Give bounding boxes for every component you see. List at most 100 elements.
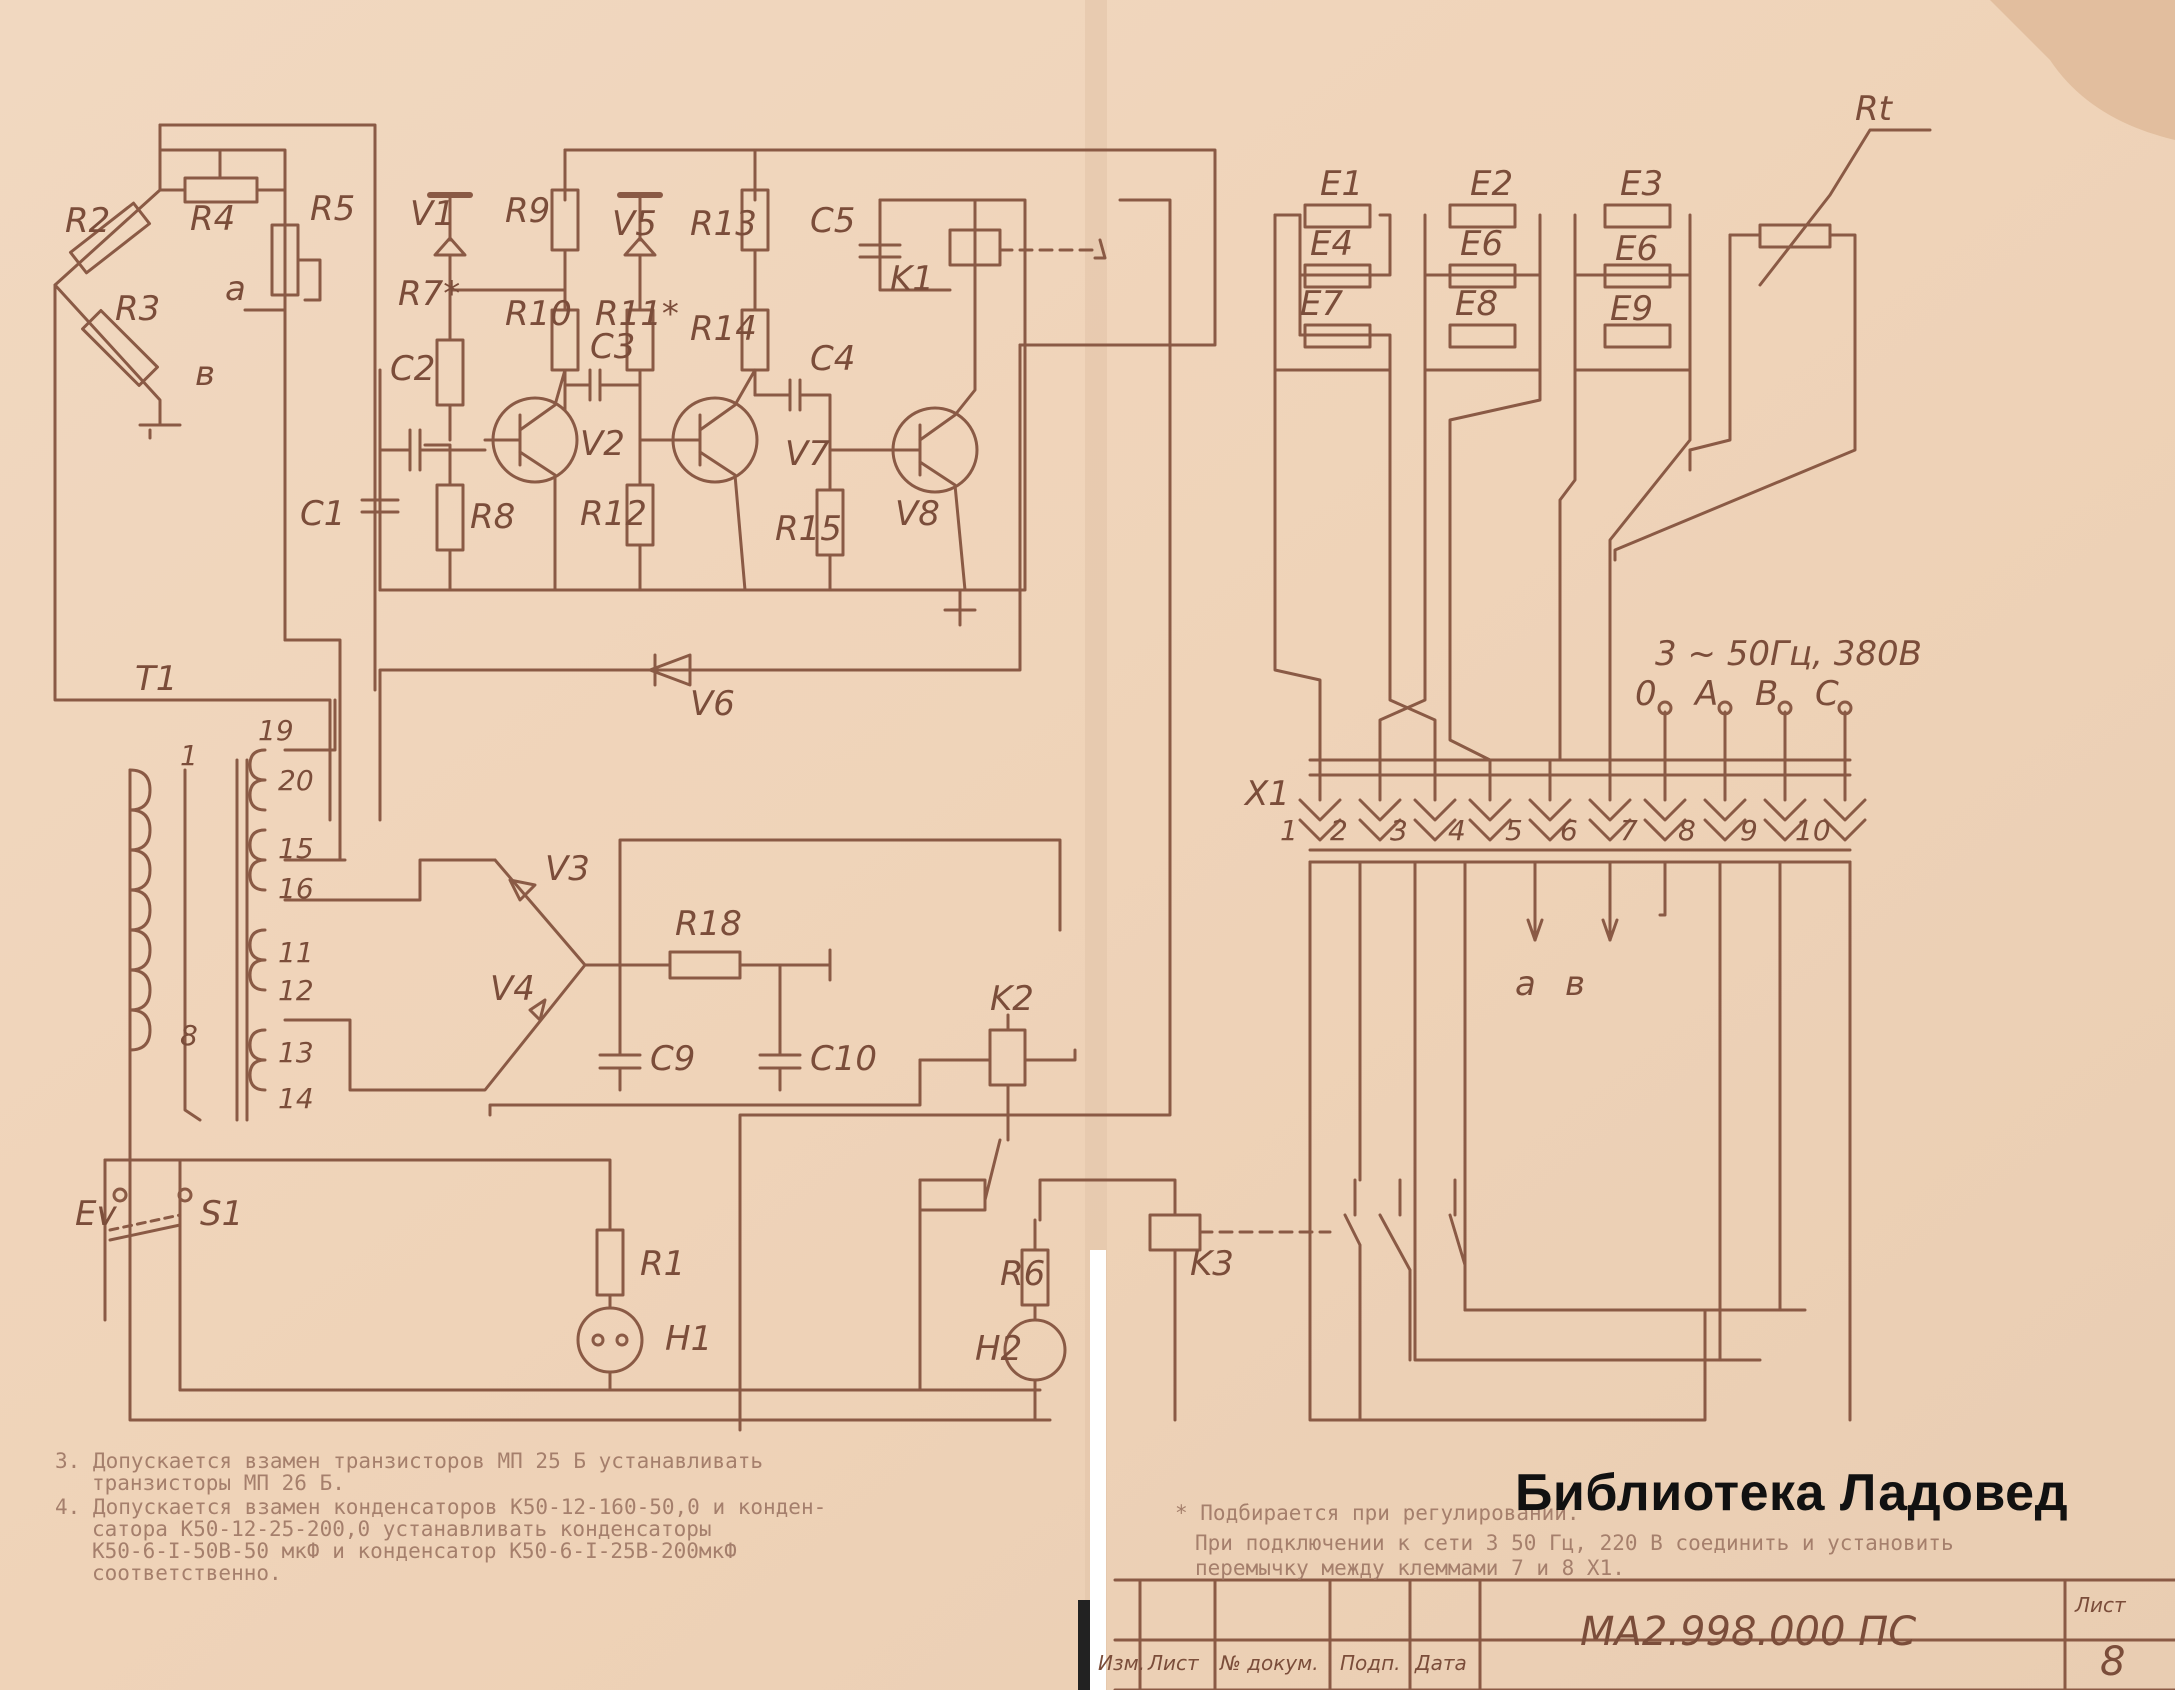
label-E9: E9 xyxy=(1610,289,1653,329)
label-C1: C1 xyxy=(300,494,345,534)
pin-6: 6 xyxy=(1560,814,1578,847)
pin-3: 3 xyxy=(1390,814,1408,847)
note-line-1: 3. Допускается взамен транзисторов МП 25… xyxy=(55,1449,763,1473)
supply-spec: 3 ~ 50Гц, 380В xyxy=(1655,634,1922,674)
winding-20: 20 xyxy=(278,764,314,797)
label-R13: R13 xyxy=(690,204,757,244)
supply-phase-C: C xyxy=(1815,674,1839,714)
label-V5: V5 xyxy=(612,204,657,244)
label-E8: E8 xyxy=(1455,284,1498,324)
winding-numbers: 1 8 19 20 15 16 11 12 13 14 xyxy=(180,714,314,1115)
winding-11: 11 xyxy=(278,936,314,969)
label-out-b: в xyxy=(1565,964,1585,1004)
label-V1: V1 xyxy=(410,194,455,234)
doc-number: МА2.998.000 ПС xyxy=(1580,1609,1916,1655)
pin-7: 7 xyxy=(1620,814,1638,847)
stain xyxy=(1990,0,2175,140)
label-R11: R11* xyxy=(595,294,679,334)
label-V8: V8 xyxy=(895,494,940,534)
label-E4: E4 xyxy=(1310,224,1353,264)
label-node-b: в xyxy=(195,354,215,394)
title-block: Изм. Лист № докум. Подп. Дата МА2.998.00… xyxy=(1098,1593,2127,1685)
note-line-3: 4. Допускается взамен конденсаторов К50-… xyxy=(55,1495,826,1519)
label-V4: V4 xyxy=(490,969,535,1009)
winding-19: 19 xyxy=(258,714,294,747)
label-V2: V2 xyxy=(580,424,625,464)
winding-8: 8 xyxy=(180,1019,198,1052)
winding-14: 14 xyxy=(278,1082,314,1115)
library-watermark: Библиотека Ладовед xyxy=(1515,1464,2069,1522)
label-R6: R6 xyxy=(1000,1254,1045,1294)
label-E2: E2 xyxy=(1470,164,1513,204)
label-H1: H1 xyxy=(665,1319,712,1359)
label-R9: R9 xyxy=(505,191,550,231)
label-E6: E6 xyxy=(1615,229,1658,269)
label-K1: K1 xyxy=(890,259,934,299)
note-right-2: При подключении к сети 3 50 Гц, 220 В со… xyxy=(1195,1531,1954,1555)
winding-16: 16 xyxy=(278,872,314,905)
label-node-a: a xyxy=(225,269,246,309)
note-right-1: * Подбирается при регулировании. xyxy=(1175,1501,1580,1525)
label-S1: S1 xyxy=(200,1194,243,1234)
label-V7: V7 xyxy=(785,434,830,474)
label-R5: R5 xyxy=(310,189,355,229)
note-line-4: сатора К50-12-25-200,0 устанавливать кон… xyxy=(92,1517,712,1541)
label-E7: E7 xyxy=(1300,284,1343,324)
label-T1: T1 xyxy=(135,659,177,699)
label-V3: V3 xyxy=(545,849,590,889)
label-E1: E1 xyxy=(1320,164,1363,204)
label-E5: E6 xyxy=(1460,224,1503,264)
connector-pin-numbers: 1 2 3 4 5 6 7 8 9 10 xyxy=(1280,814,1831,847)
label-R14: R14 xyxy=(690,309,757,349)
pin-10: 10 xyxy=(1795,814,1831,847)
label-X1: X1 xyxy=(1243,774,1290,814)
label-R15: R15 xyxy=(775,509,842,549)
pin-8: 8 xyxy=(1678,814,1696,847)
label-Ev: Ev xyxy=(75,1194,117,1234)
footnotes: 3. Допускается взамен транзисторов МП 25… xyxy=(55,1449,1954,1585)
pin-1: 1 xyxy=(1280,814,1298,847)
title-col-sign: Подп. xyxy=(1340,1651,1401,1675)
pin-9: 9 xyxy=(1740,814,1758,847)
supply-phase-B: B xyxy=(1755,674,1778,714)
title-col-date: Дата xyxy=(1414,1651,1467,1675)
title-col-izm: Изм. xyxy=(1098,1651,1145,1675)
label-R18: R18 xyxy=(675,904,742,944)
winding-12: 12 xyxy=(278,974,314,1007)
label-R4: R4 xyxy=(190,199,235,239)
label-C9: C9 xyxy=(650,1039,695,1079)
sheet-number: 8 xyxy=(2100,1639,2125,1685)
label-K3: K3 xyxy=(1190,1244,1234,1284)
winding-1: 1 xyxy=(180,739,198,772)
label-C5: C5 xyxy=(810,201,855,241)
label-C10: C10 xyxy=(810,1039,877,1079)
label-R1: R1 xyxy=(640,1244,685,1284)
paper-gap xyxy=(1090,1250,1106,1690)
label-R8: R8 xyxy=(470,497,515,537)
winding-15: 15 xyxy=(278,832,314,865)
binding-edge xyxy=(1078,1600,1090,1690)
label-V6: V6 xyxy=(690,684,735,724)
label-Rt: Rt xyxy=(1855,89,1894,129)
label-C3: C3 xyxy=(590,327,635,367)
note-line-5: К50-6-I-50В-50 мкФ и конденсатор К50-6-I… xyxy=(92,1539,737,1563)
label-R3: R3 xyxy=(115,289,160,329)
note-line-6: соответственно. xyxy=(92,1561,282,1585)
label-R12: R12 xyxy=(580,494,647,534)
supply-phase-0: 0 xyxy=(1635,674,1657,714)
title-col-list: Лист xyxy=(1147,1651,1200,1675)
connector-pins-shape xyxy=(1298,758,1867,842)
label-R2: R2 xyxy=(65,201,110,241)
supply-phase-A: A xyxy=(1693,674,1718,714)
label-R10: R10 xyxy=(505,294,572,334)
pin-2: 2 xyxy=(1330,814,1348,847)
label-K2: K2 xyxy=(990,979,1034,1019)
label-C4: C4 xyxy=(810,339,855,379)
label-C2: C2 xyxy=(390,349,435,389)
wiring xyxy=(53,123,2175,1690)
note-right-3: перемычку между клеммами 7 и 8 Х1. xyxy=(1195,1556,1625,1580)
label-E3: E3 xyxy=(1620,164,1663,204)
label-R7: R7* xyxy=(398,274,460,314)
label-H2: H2 xyxy=(975,1329,1022,1369)
pin-5: 5 xyxy=(1505,814,1523,847)
